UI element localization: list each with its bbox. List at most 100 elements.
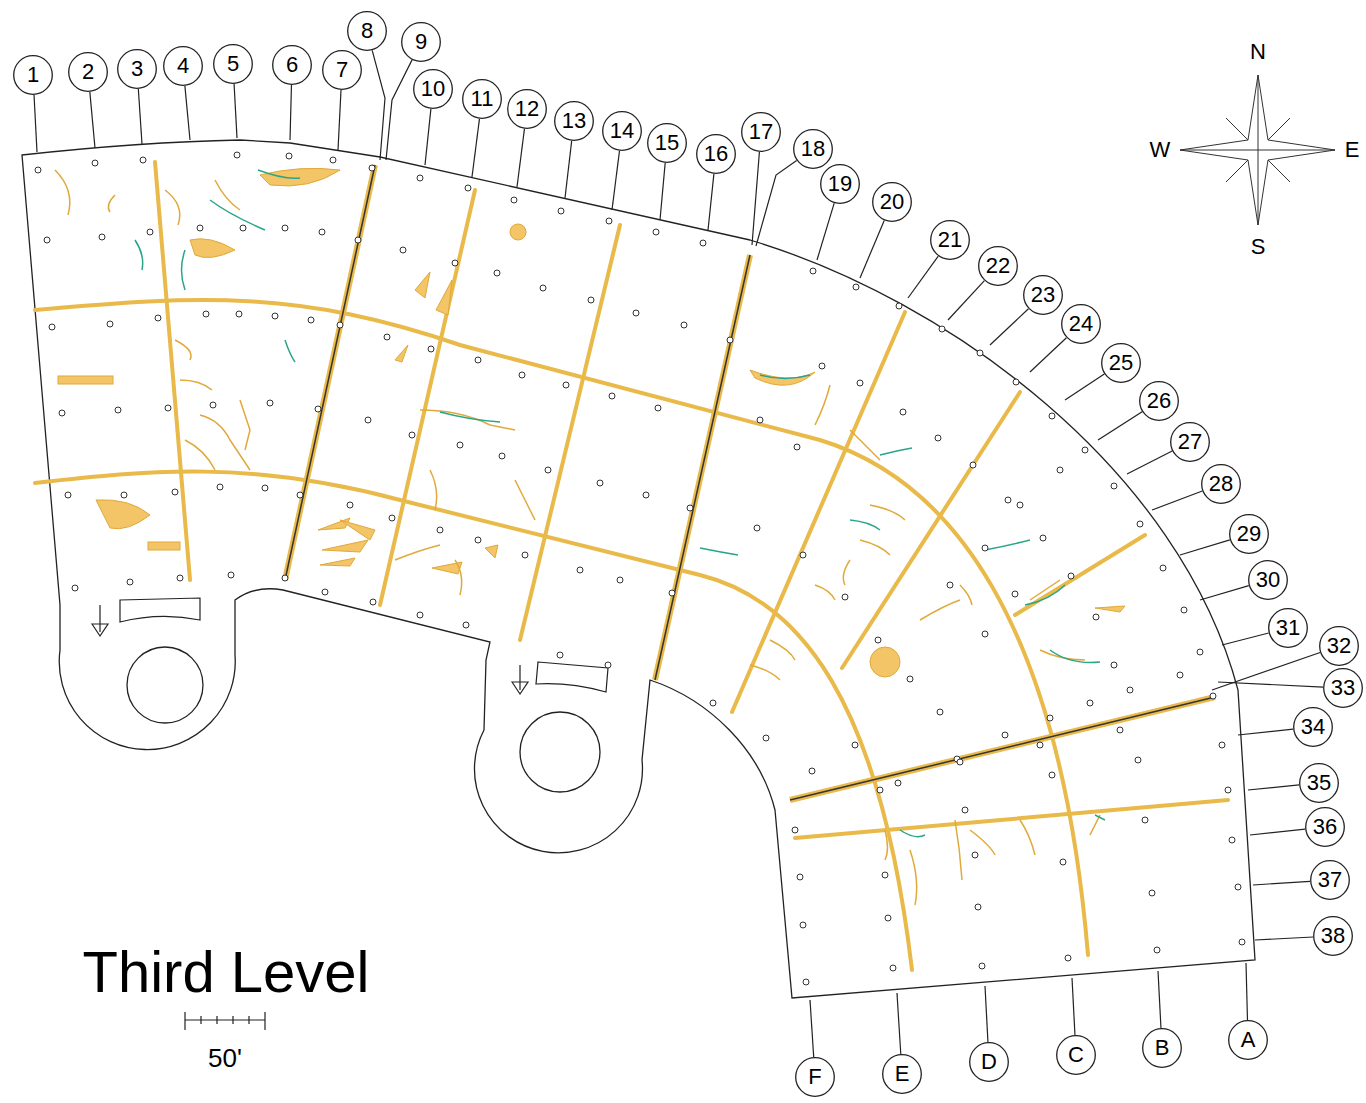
column-dot xyxy=(877,787,883,793)
column-dot xyxy=(810,268,816,274)
grid-bubble: 30 xyxy=(1248,560,1288,600)
grid-number: 12 xyxy=(515,98,539,120)
column-dot xyxy=(1065,955,1071,961)
grid-leader xyxy=(1072,978,1075,1035)
column-dot xyxy=(355,237,361,243)
column-dot xyxy=(669,590,675,596)
grid-leader xyxy=(1180,540,1230,555)
column-dot xyxy=(809,768,815,774)
column-dot xyxy=(1137,521,1143,527)
column-dot xyxy=(203,311,209,317)
bubble-circle xyxy=(1230,515,1269,554)
grid-leader xyxy=(138,89,142,144)
grid-bubble: 24 xyxy=(1061,304,1101,344)
column-dot xyxy=(282,225,288,231)
bubble-circle xyxy=(118,50,157,89)
column-dot xyxy=(315,406,321,412)
column-dot xyxy=(653,229,659,235)
column-dot xyxy=(577,567,583,573)
bubble-circle xyxy=(1024,276,1063,315)
column-dot xyxy=(1225,787,1231,793)
bubble-circle xyxy=(348,12,387,51)
column-dot xyxy=(59,410,65,416)
column-dot xyxy=(800,552,806,558)
bubble-text-box: 21 xyxy=(938,229,962,251)
bubble-text-box: D xyxy=(981,1051,997,1073)
column-dot xyxy=(1111,662,1117,668)
grid-number: 26 xyxy=(1147,390,1171,412)
bubble-text-box: 12 xyxy=(515,98,539,120)
grid-leader xyxy=(752,152,759,245)
bubble-circle xyxy=(1143,1029,1182,1068)
grid-leader xyxy=(185,86,190,140)
grid-number: D xyxy=(981,1051,997,1073)
column-dot xyxy=(1017,502,1023,508)
grid-number: 11 xyxy=(471,88,494,110)
grid-leader xyxy=(948,281,984,320)
column-dot xyxy=(605,662,611,668)
grid-number: 16 xyxy=(704,143,728,165)
bubble-circle xyxy=(1294,708,1333,747)
grid-bubble: F xyxy=(795,1057,835,1097)
grid-number: F xyxy=(808,1066,821,1088)
column-dot xyxy=(957,759,963,765)
grid-bubble: 26 xyxy=(1139,381,1179,421)
column-dot xyxy=(210,402,216,408)
grid-leader xyxy=(1246,963,1247,1020)
column-dot xyxy=(1012,591,1018,597)
grid-number: 32 xyxy=(1327,635,1351,657)
column-dot xyxy=(1135,757,1141,763)
bubble-circle xyxy=(970,1043,1009,1082)
column-dot xyxy=(853,284,859,290)
grid-bubble: 4 xyxy=(163,46,203,86)
bubble-circle xyxy=(1229,1021,1268,1060)
bubble-circle xyxy=(648,124,687,163)
bubble-circle xyxy=(1300,764,1339,803)
bubble-circle xyxy=(796,1058,835,1097)
grid-bubble: 37 xyxy=(1310,860,1350,900)
column-dot xyxy=(92,160,98,166)
scale-text: 50' xyxy=(208,1045,242,1071)
bubble-text-box: 25 xyxy=(1109,352,1133,374)
grid-leader xyxy=(990,309,1028,345)
ramp-circle xyxy=(520,712,600,792)
column-dot xyxy=(437,527,443,533)
column-dot xyxy=(754,525,760,531)
column-dot xyxy=(347,502,353,508)
column-dot xyxy=(337,322,343,328)
grid-number: 1 xyxy=(27,64,39,86)
grid-bubble: 25 xyxy=(1101,343,1141,383)
column-dot xyxy=(1049,413,1055,419)
column-dot xyxy=(606,218,612,224)
column-dot xyxy=(236,311,242,317)
column-dot xyxy=(494,270,500,276)
column-dot xyxy=(72,585,78,591)
bubble-circle xyxy=(1202,465,1241,504)
bubble-circle xyxy=(1140,382,1179,421)
column-dot xyxy=(1117,727,1123,733)
column-dot xyxy=(308,317,314,323)
grid-number: 35 xyxy=(1307,772,1331,794)
compass-rose xyxy=(1180,75,1335,225)
grid-leader xyxy=(1030,338,1066,372)
bubble-text-box: 26 xyxy=(1147,390,1171,412)
column-dot xyxy=(457,442,463,448)
column-dot xyxy=(297,492,303,498)
grid-number: 3 xyxy=(131,58,143,80)
column-dot xyxy=(972,852,978,858)
grid-leader xyxy=(1127,451,1172,474)
column-dot xyxy=(1160,565,1166,571)
column-dot xyxy=(319,229,325,235)
grid-bubble: 19 xyxy=(820,164,860,204)
bubble-circle xyxy=(1306,808,1345,847)
column-dot xyxy=(792,827,798,833)
column-dot xyxy=(155,315,161,321)
grid-bubble: 2 xyxy=(68,52,108,92)
column-dot xyxy=(370,599,376,605)
column-dot xyxy=(1177,672,1183,678)
compass-letter: S xyxy=(1251,236,1266,258)
ramp-arrow xyxy=(92,605,108,636)
column-dot xyxy=(947,582,953,588)
column-dot xyxy=(558,208,564,214)
column-dot xyxy=(1087,700,1093,706)
